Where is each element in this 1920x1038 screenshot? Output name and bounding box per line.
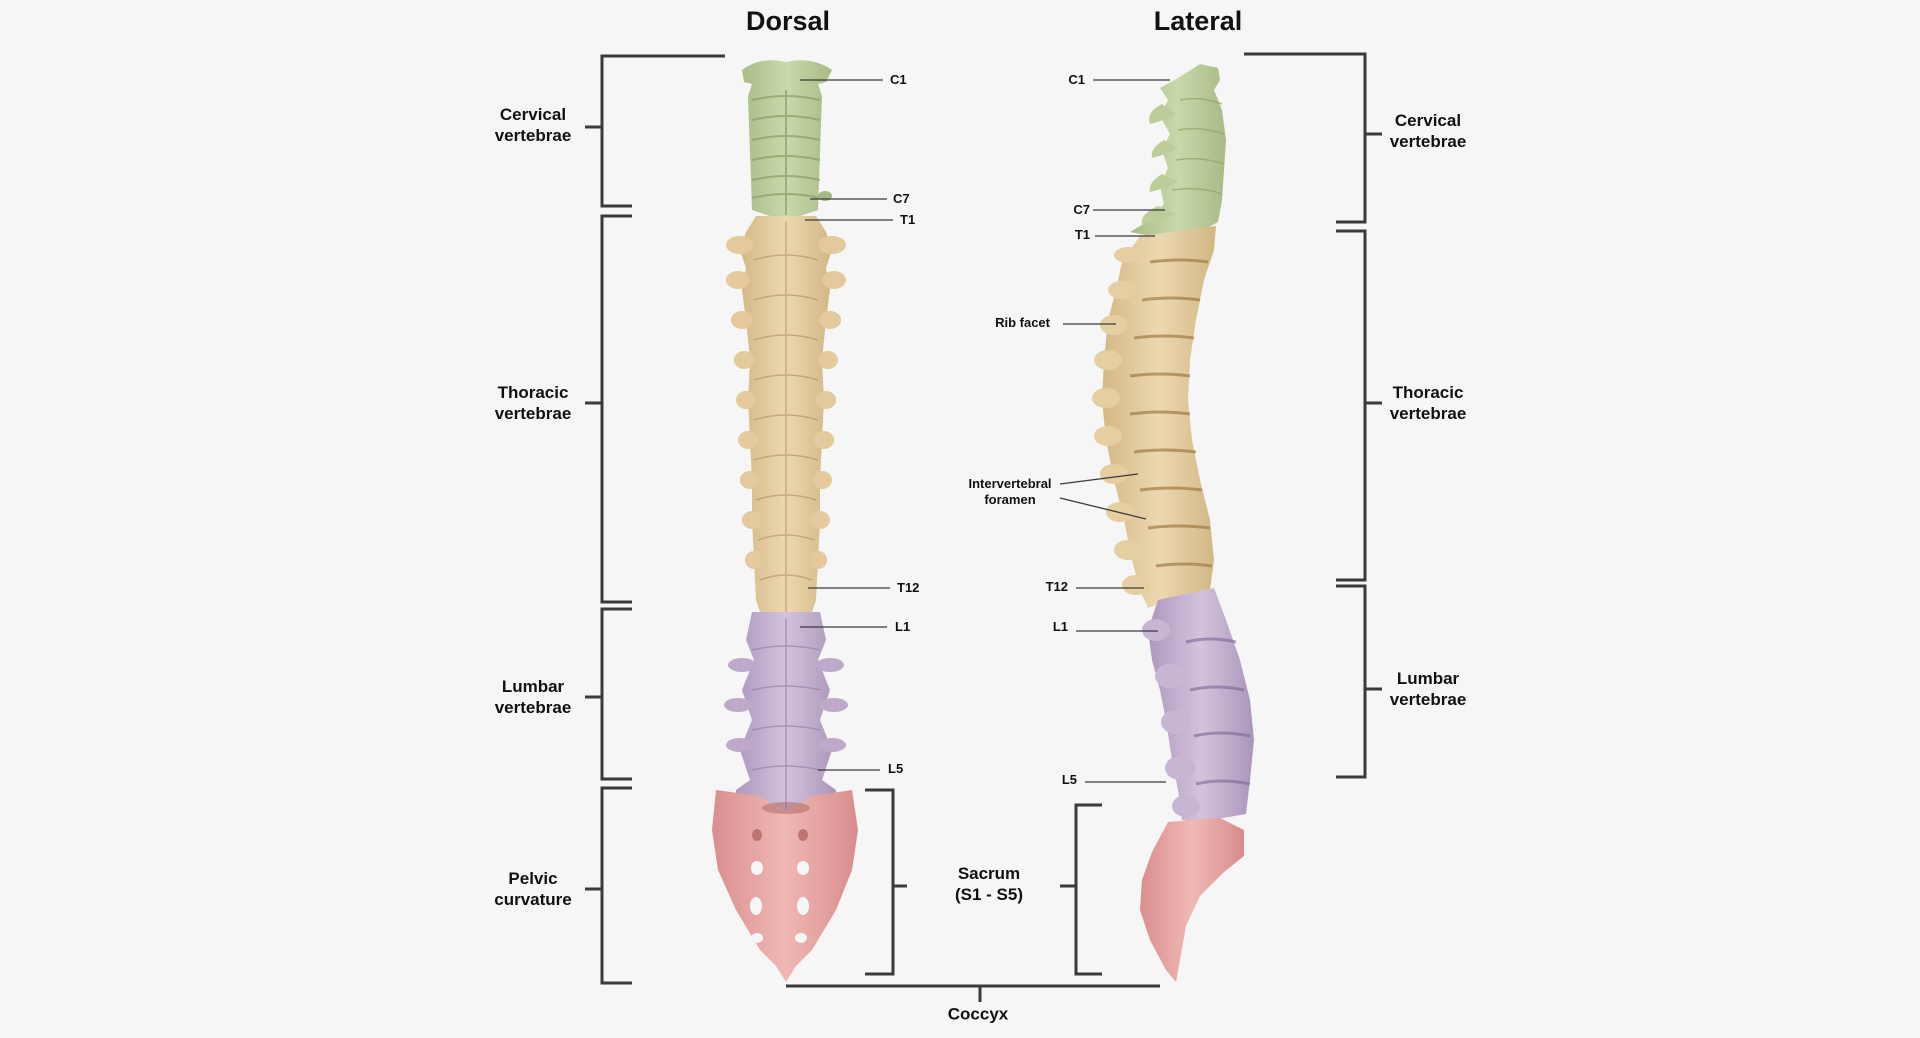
coccyx-bracket <box>786 984 1160 1002</box>
right-label-lumbar: Lumbar vertebrae <box>1390 668 1467 710</box>
left-bracket-pelvic <box>585 786 632 985</box>
lateral-label-rib-facet: Rib facet <box>995 315 1050 330</box>
left-label-pelvic: Pelvic curvature <box>494 868 571 910</box>
dorsal-lumbar-vertebrae <box>724 612 848 816</box>
lateral-label-l5: L5 <box>1061 772 1077 787</box>
lateral-lumbar-vertebrae <box>1142 588 1254 822</box>
lateral-label-l1: L1 <box>1052 619 1068 634</box>
label-line: Pelvic <box>508 869 558 888</box>
dorsal-label-c7: C7 <box>893 191 910 206</box>
lateral-label-c7: C7 <box>1073 202 1090 217</box>
label-line: (S1 - S5) <box>954 885 1024 904</box>
label-line: Lumbar <box>501 677 565 696</box>
label-line: vertebrae <box>1389 690 1467 709</box>
dorsal-thoracic-vertebrae <box>726 216 846 618</box>
lateral-sacrum <box>1140 818 1244 982</box>
lateral-cervical-vertebrae <box>1130 64 1226 238</box>
lateral-label-intervertebral-foramen: Intervertebral foramen <box>968 476 1051 508</box>
dorsal-cervical-vertebrae <box>742 60 832 221</box>
left-label-lumbar: Lumbar vertebrae <box>495 676 572 718</box>
label-line: Lumbar <box>1396 669 1460 688</box>
label-line: vertebrae <box>494 404 572 423</box>
left-bracket-thoracic <box>585 214 632 604</box>
sacrum-bracket-right <box>1060 803 1102 976</box>
label-line: curvature <box>494 890 572 909</box>
left-label-cervical: Cervical vertebrae <box>495 104 572 146</box>
label-line: vertebrae <box>494 698 572 717</box>
label-line: vertebrae <box>494 126 572 145</box>
sacrum-label: Sacrum (S1 - S5) <box>955 863 1023 905</box>
dorsal-label-c1: C1 <box>890 72 907 87</box>
leader-lines <box>800 79 1170 783</box>
title-lateral: Lateral <box>1153 6 1243 36</box>
lateral-thoracic-vertebrae <box>1092 226 1216 608</box>
title-dorsal: Dorsal <box>745 6 831 36</box>
label-line: Cervical <box>499 105 567 124</box>
right-label-cervical: Cervical vertebrae <box>1390 110 1467 152</box>
label-line: Cervical <box>1394 111 1462 130</box>
dorsal-label-l1: L1 <box>895 619 911 634</box>
lateral-label-t1: T1 <box>1074 227 1090 242</box>
left-label-thoracic: Thoracic vertebrae <box>495 382 572 424</box>
coccyx-label: Coccyx <box>947 1004 1009 1024</box>
dorsal-spine <box>712 60 858 982</box>
dorsal-label-t1: T1 <box>900 212 916 227</box>
lateral-label-c1: C1 <box>1068 72 1085 87</box>
dorsal-label-l5: L5 <box>888 761 904 776</box>
label-line: Thoracic <box>497 383 569 402</box>
left-bracket-cervical <box>585 54 725 208</box>
dorsal-sacrum <box>712 790 858 982</box>
label-line: foramen <box>984 492 1036 507</box>
label-line: Intervertebral <box>968 476 1052 491</box>
brackets <box>585 52 1382 1002</box>
label-line: vertebrae <box>1389 132 1467 151</box>
left-bracket-lumbar <box>585 607 632 781</box>
lateral-spine <box>1092 64 1254 982</box>
label-line: Sacrum <box>957 864 1021 883</box>
right-bracket-lumbar <box>1336 584 1382 779</box>
lateral-label-t12: T12 <box>1045 579 1068 594</box>
dorsal-label-t12: T12 <box>897 580 920 595</box>
label-line: vertebrae <box>1389 404 1467 423</box>
right-bracket-thoracic <box>1336 229 1382 582</box>
right-label-thoracic: Thoracic vertebrae <box>1390 382 1467 424</box>
sacrum-bracket-left <box>865 788 907 976</box>
right-bracket-cervical <box>1244 52 1382 224</box>
label-line: Thoracic <box>1392 383 1464 402</box>
